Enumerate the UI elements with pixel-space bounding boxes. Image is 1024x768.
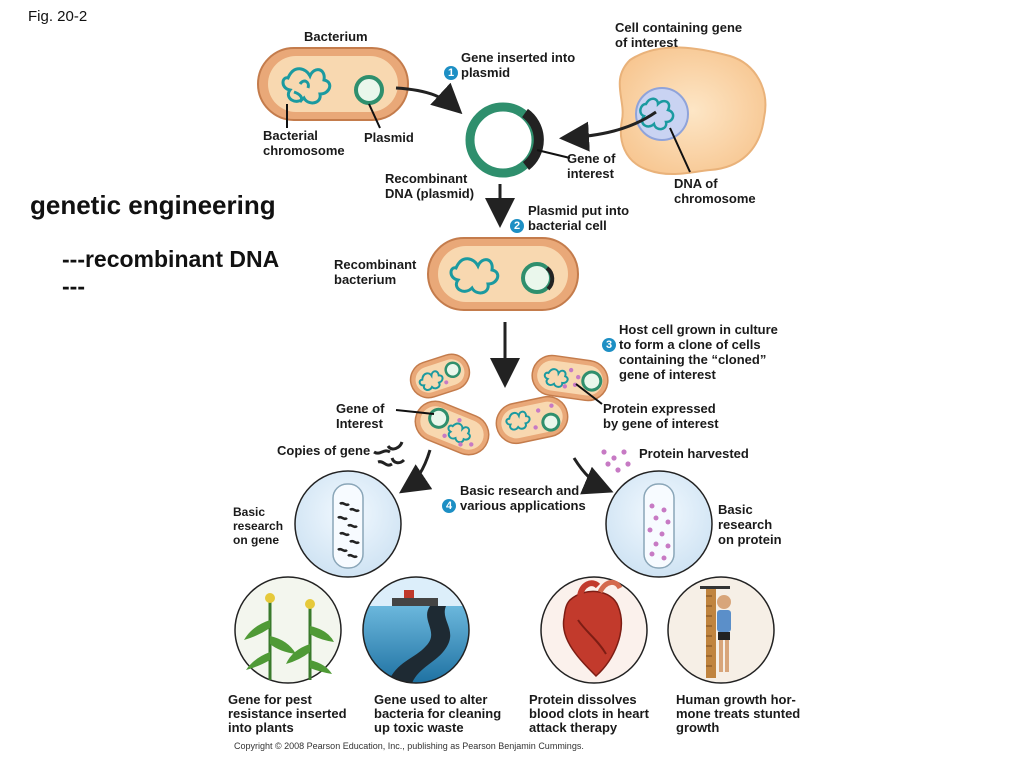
step-2-text: Plasmid put into bacterial cell xyxy=(528,203,630,233)
gene-copies xyxy=(373,441,406,467)
page-subtitle: ---recombinant DNA --- xyxy=(62,246,280,299)
step-4-badge: 4 xyxy=(442,499,456,513)
bacterium-label: Bacterium xyxy=(304,29,368,44)
recombinant-bacterium-label: Recombinant bacterium xyxy=(334,257,417,287)
clone-bacterium-2 xyxy=(531,354,609,402)
clone-bacterium-1 xyxy=(409,353,471,399)
step-1-badge: 1 xyxy=(444,66,458,80)
cell-containing-gene-label: Cell containing gene of interest xyxy=(615,20,743,50)
oil-spill-illustration xyxy=(362,576,470,684)
basic-research-protein-label: Basic research on protein xyxy=(718,502,782,547)
bacterial-chromosome-dna xyxy=(281,67,332,105)
dna-of-chromosome-label: DNA of chromosome xyxy=(674,176,756,206)
copies-of-gene-label: Copies of gene xyxy=(277,443,371,458)
plants-illustration xyxy=(234,576,342,684)
protein-expressed-label: Protein expressed by gene of interest xyxy=(603,401,719,431)
gene-of-interest-label-mid: Gene of Interest xyxy=(336,401,385,431)
step-4-text: Basic research and various applications xyxy=(460,483,586,513)
figure-label: Fig. 20-2 xyxy=(28,8,88,25)
clone-bacterium-4 xyxy=(495,395,569,445)
clone-bacterium-3 xyxy=(414,400,490,456)
application-caption-toxic-waste: Gene used to alter bacteria for cleaning… xyxy=(374,692,502,735)
basic-research-gene-label: Basic research on gene xyxy=(233,505,284,547)
human-cell xyxy=(618,46,767,175)
growth-illustration xyxy=(667,576,775,684)
page-title: genetic engineering xyxy=(30,190,276,220)
plasmid-label: Plasmid xyxy=(364,130,414,145)
cell-nucleus xyxy=(635,87,689,141)
gene-research-tube xyxy=(294,470,402,578)
application-caption-plants: Gene for pest resistance inserted into p… xyxy=(228,692,347,735)
heart-illustration xyxy=(540,576,648,684)
recombinant-dna-label: Recombinant DNA (plasmid) xyxy=(385,171,475,201)
bacterial-chromosome-label: Bacterial chromosome xyxy=(263,128,345,158)
recombinant-plasmid xyxy=(465,102,544,178)
step-4: 4 Basic research and various applications xyxy=(442,483,586,513)
protein-harvested-label: Protein harvested xyxy=(639,446,749,461)
plasmid-ring xyxy=(354,75,384,105)
harvested-proteins xyxy=(601,449,631,473)
application-caption-growth: Human growth hor- mone treats stunted gr… xyxy=(676,692,801,735)
bacterium-cell xyxy=(257,47,409,121)
step-1-text: Gene inserted into plasmid xyxy=(461,50,576,80)
step-3-badge: 3 xyxy=(602,338,616,352)
protein-research-tube xyxy=(605,470,713,578)
step-2: 2 Plasmid put into bacterial cell xyxy=(510,203,629,233)
recombinant-bacterium xyxy=(427,237,579,311)
application-caption-blood-clots: Protein dissolves blood clots in heart a… xyxy=(529,692,649,735)
step-2-badge: 2 xyxy=(510,219,524,233)
gene-of-interest-label-top: Gene of interest xyxy=(567,151,616,181)
copyright-notice: Copyright © 2008 Pearson Education, Inc.… xyxy=(234,741,584,751)
step-3-text: Host cell grown in culture to form a clo… xyxy=(619,322,778,382)
